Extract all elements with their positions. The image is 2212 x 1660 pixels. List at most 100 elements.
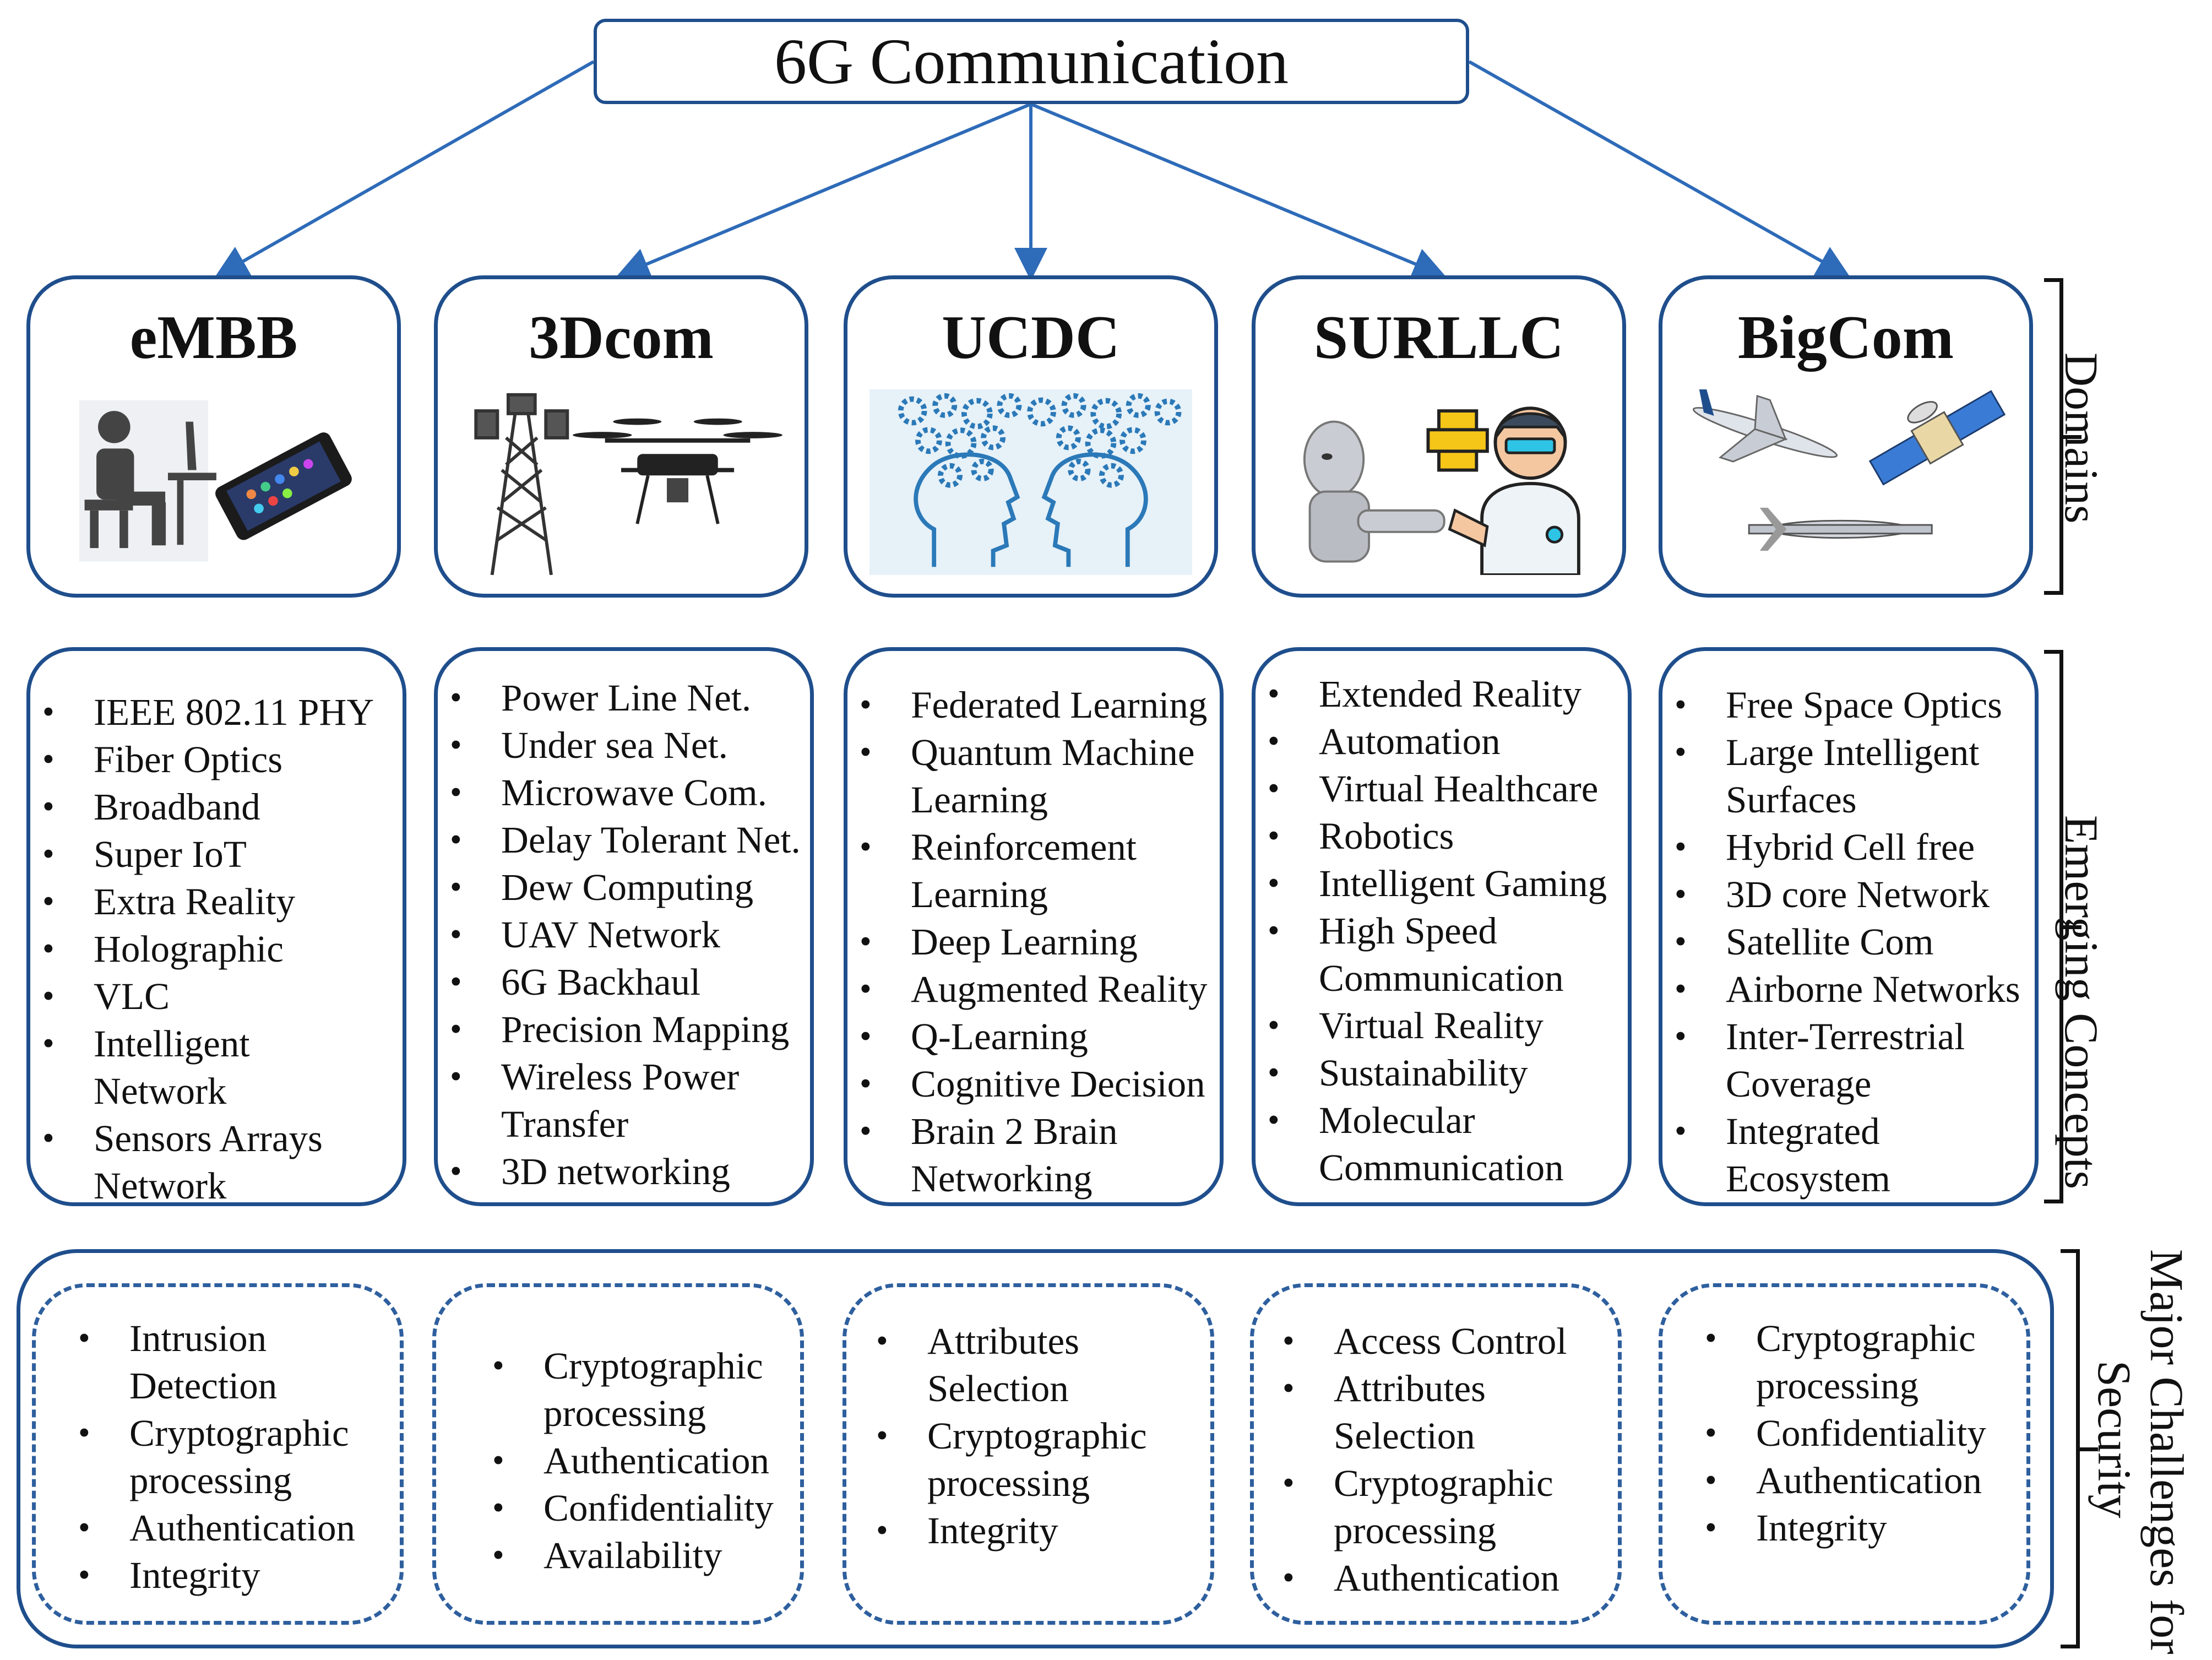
list-item: Integrity (66, 1551, 400, 1599)
concept-list: Free Space OpticsLarge IntelligentSurfac… (1662, 681, 2035, 1202)
list-item: IEEE 802.11 PHY (30, 688, 403, 736)
security-bigcom: CryptographicprocessingConfidentialityAu… (1659, 1283, 2030, 1625)
list-item: Federated Learning (847, 681, 1220, 729)
list-item: Integrity (864, 1507, 1210, 1554)
drone-icon (573, 418, 782, 524)
list-item: Confidentiality (1693, 1409, 2026, 1457)
list-item: Cognitive Decision (847, 1060, 1220, 1108)
bracket-domains-bottom (2044, 591, 2063, 595)
list-item: Q-Learning (847, 1013, 1220, 1060)
airplane-icon (1692, 389, 1838, 463)
list-item: VLC (30, 973, 403, 1020)
list-item: Satellite Com (1662, 918, 2035, 965)
list-item: 3D networking (438, 1148, 810, 1195)
satellite-icon (1868, 390, 2006, 486)
smartphone-icon (215, 432, 352, 540)
domain-title: BigCom (1738, 303, 1954, 372)
domain-title: UCDC (942, 303, 1120, 372)
bracket-domains-tick (2059, 435, 2081, 439)
domain-title: eMBB (129, 303, 298, 372)
list-item: Precision Mapping (438, 1006, 810, 1053)
list-item: Under sea Net. (438, 721, 810, 769)
domain-title: SURLLC (1313, 303, 1564, 372)
concept-list: IEEE 802.11 PHYFiber OpticsBroadbandSupe… (30, 688, 403, 1209)
list-item: Broadband (30, 783, 403, 831)
list-item: Deep Learning (847, 918, 1220, 965)
list-item: 3D core Network (1662, 871, 2035, 918)
concept-list: Power Line Net.Under sea Net.Microwave C… (438, 674, 810, 1195)
list-item: Extra Reality (30, 878, 403, 925)
list-item: Integrity (1693, 1504, 2026, 1551)
bracket-security-bottom (2061, 1645, 2080, 1648)
bracket-concepts-tick (2059, 925, 2081, 929)
concepts-bigcom: Free Space OpticsLarge IntelligentSurfac… (1659, 647, 2039, 1206)
bracket-security-top (2061, 1249, 2080, 1253)
security-container (17, 1249, 2054, 1648)
security-list: IntrusionDetectionCryptographicprocessin… (36, 1315, 400, 1599)
bracket-security-tick (2076, 1447, 2098, 1451)
security-list: AttributesSelectionCryptographicprocessi… (846, 1317, 1210, 1554)
security-list: CryptographicprocessingConfidentialityAu… (1662, 1315, 2026, 1551)
list-item: Authentication (66, 1504, 400, 1551)
list-item: Delay Tolerant Net. (438, 816, 810, 864)
bracket-domains-top (2044, 278, 2063, 282)
domain-title: 3Dcom (529, 303, 714, 372)
label-security-line1: Major Challenges for (2140, 1249, 2193, 1654)
list-item: Microwave Com. (438, 769, 810, 816)
domain-embb: eMBB (26, 275, 401, 598)
list-item: Access Control (1270, 1317, 1618, 1365)
security-ucdc: AttributesSelectionCryptographicprocessi… (843, 1283, 1214, 1625)
list-item: Free Space Optics (1662, 681, 2035, 729)
list-item: Extended Reality (1256, 670, 1628, 718)
domain-3dcom: 3Dcom (434, 275, 808, 598)
root-label: 6G Communication (774, 25, 1289, 97)
cell-tower-icon (474, 393, 569, 575)
security-list: CryptographicprocessingAuthenticationCon… (436, 1342, 800, 1579)
arrow-to-bigcom (1468, 60, 1851, 278)
concepts-ucdc: Federated LearningQuantum MachineLearnin… (844, 647, 1224, 1206)
bracket-concepts-top (2044, 650, 2063, 654)
list-item: Virtual Healthcare (1256, 765, 1628, 812)
concepts-surllc: Extended RealityAutomationVirtual Health… (1252, 647, 1632, 1206)
list-item: Authentication (1693, 1457, 2026, 1504)
arrow-to-3dcom (616, 102, 1032, 280)
list-item: Confidentiality (480, 1484, 800, 1532)
list-item: Robotics (1256, 812, 1628, 860)
domain-bigcom: BigCom (1659, 275, 2033, 598)
concept-list: Federated LearningQuantum MachineLearnin… (847, 681, 1220, 1202)
list-item: Automation (1256, 718, 1628, 765)
security-3dcom: CryptographicprocessingAuthenticationCon… (432, 1283, 804, 1625)
robot-icon (1303, 420, 1445, 563)
brain-gears-icon (869, 389, 1192, 575)
domain-bigcom-art (1692, 389, 2006, 551)
list-item: UAV Network (438, 911, 810, 958)
label-security-line2: Security (2088, 1360, 2141, 1518)
list-item: Virtual Reality (1256, 1002, 1628, 1049)
domain-embb-art (79, 400, 352, 562)
list-item: Holographic (30, 925, 403, 973)
list-item: 6G Backhaul (438, 958, 810, 1006)
concept-list: Extended RealityAutomationVirtual Health… (1256, 670, 1628, 1191)
list-item: Authentication (480, 1437, 800, 1484)
list-item: Intelligent Gaming (1256, 860, 1628, 907)
list-item: Authentication (1270, 1554, 1618, 1602)
domain-ucdc: UCDC (844, 275, 1218, 598)
uav-icon (1748, 507, 1933, 551)
concepts-embb: IEEE 802.11 PHYFiber OpticsBroadbandSupe… (26, 647, 406, 1209)
security-surllc: Access ControlAttributesSelectionCryptog… (1250, 1283, 1622, 1625)
list-item: Sustainability (1256, 1049, 1628, 1097)
list-item: Augmented Reality (847, 965, 1220, 1013)
